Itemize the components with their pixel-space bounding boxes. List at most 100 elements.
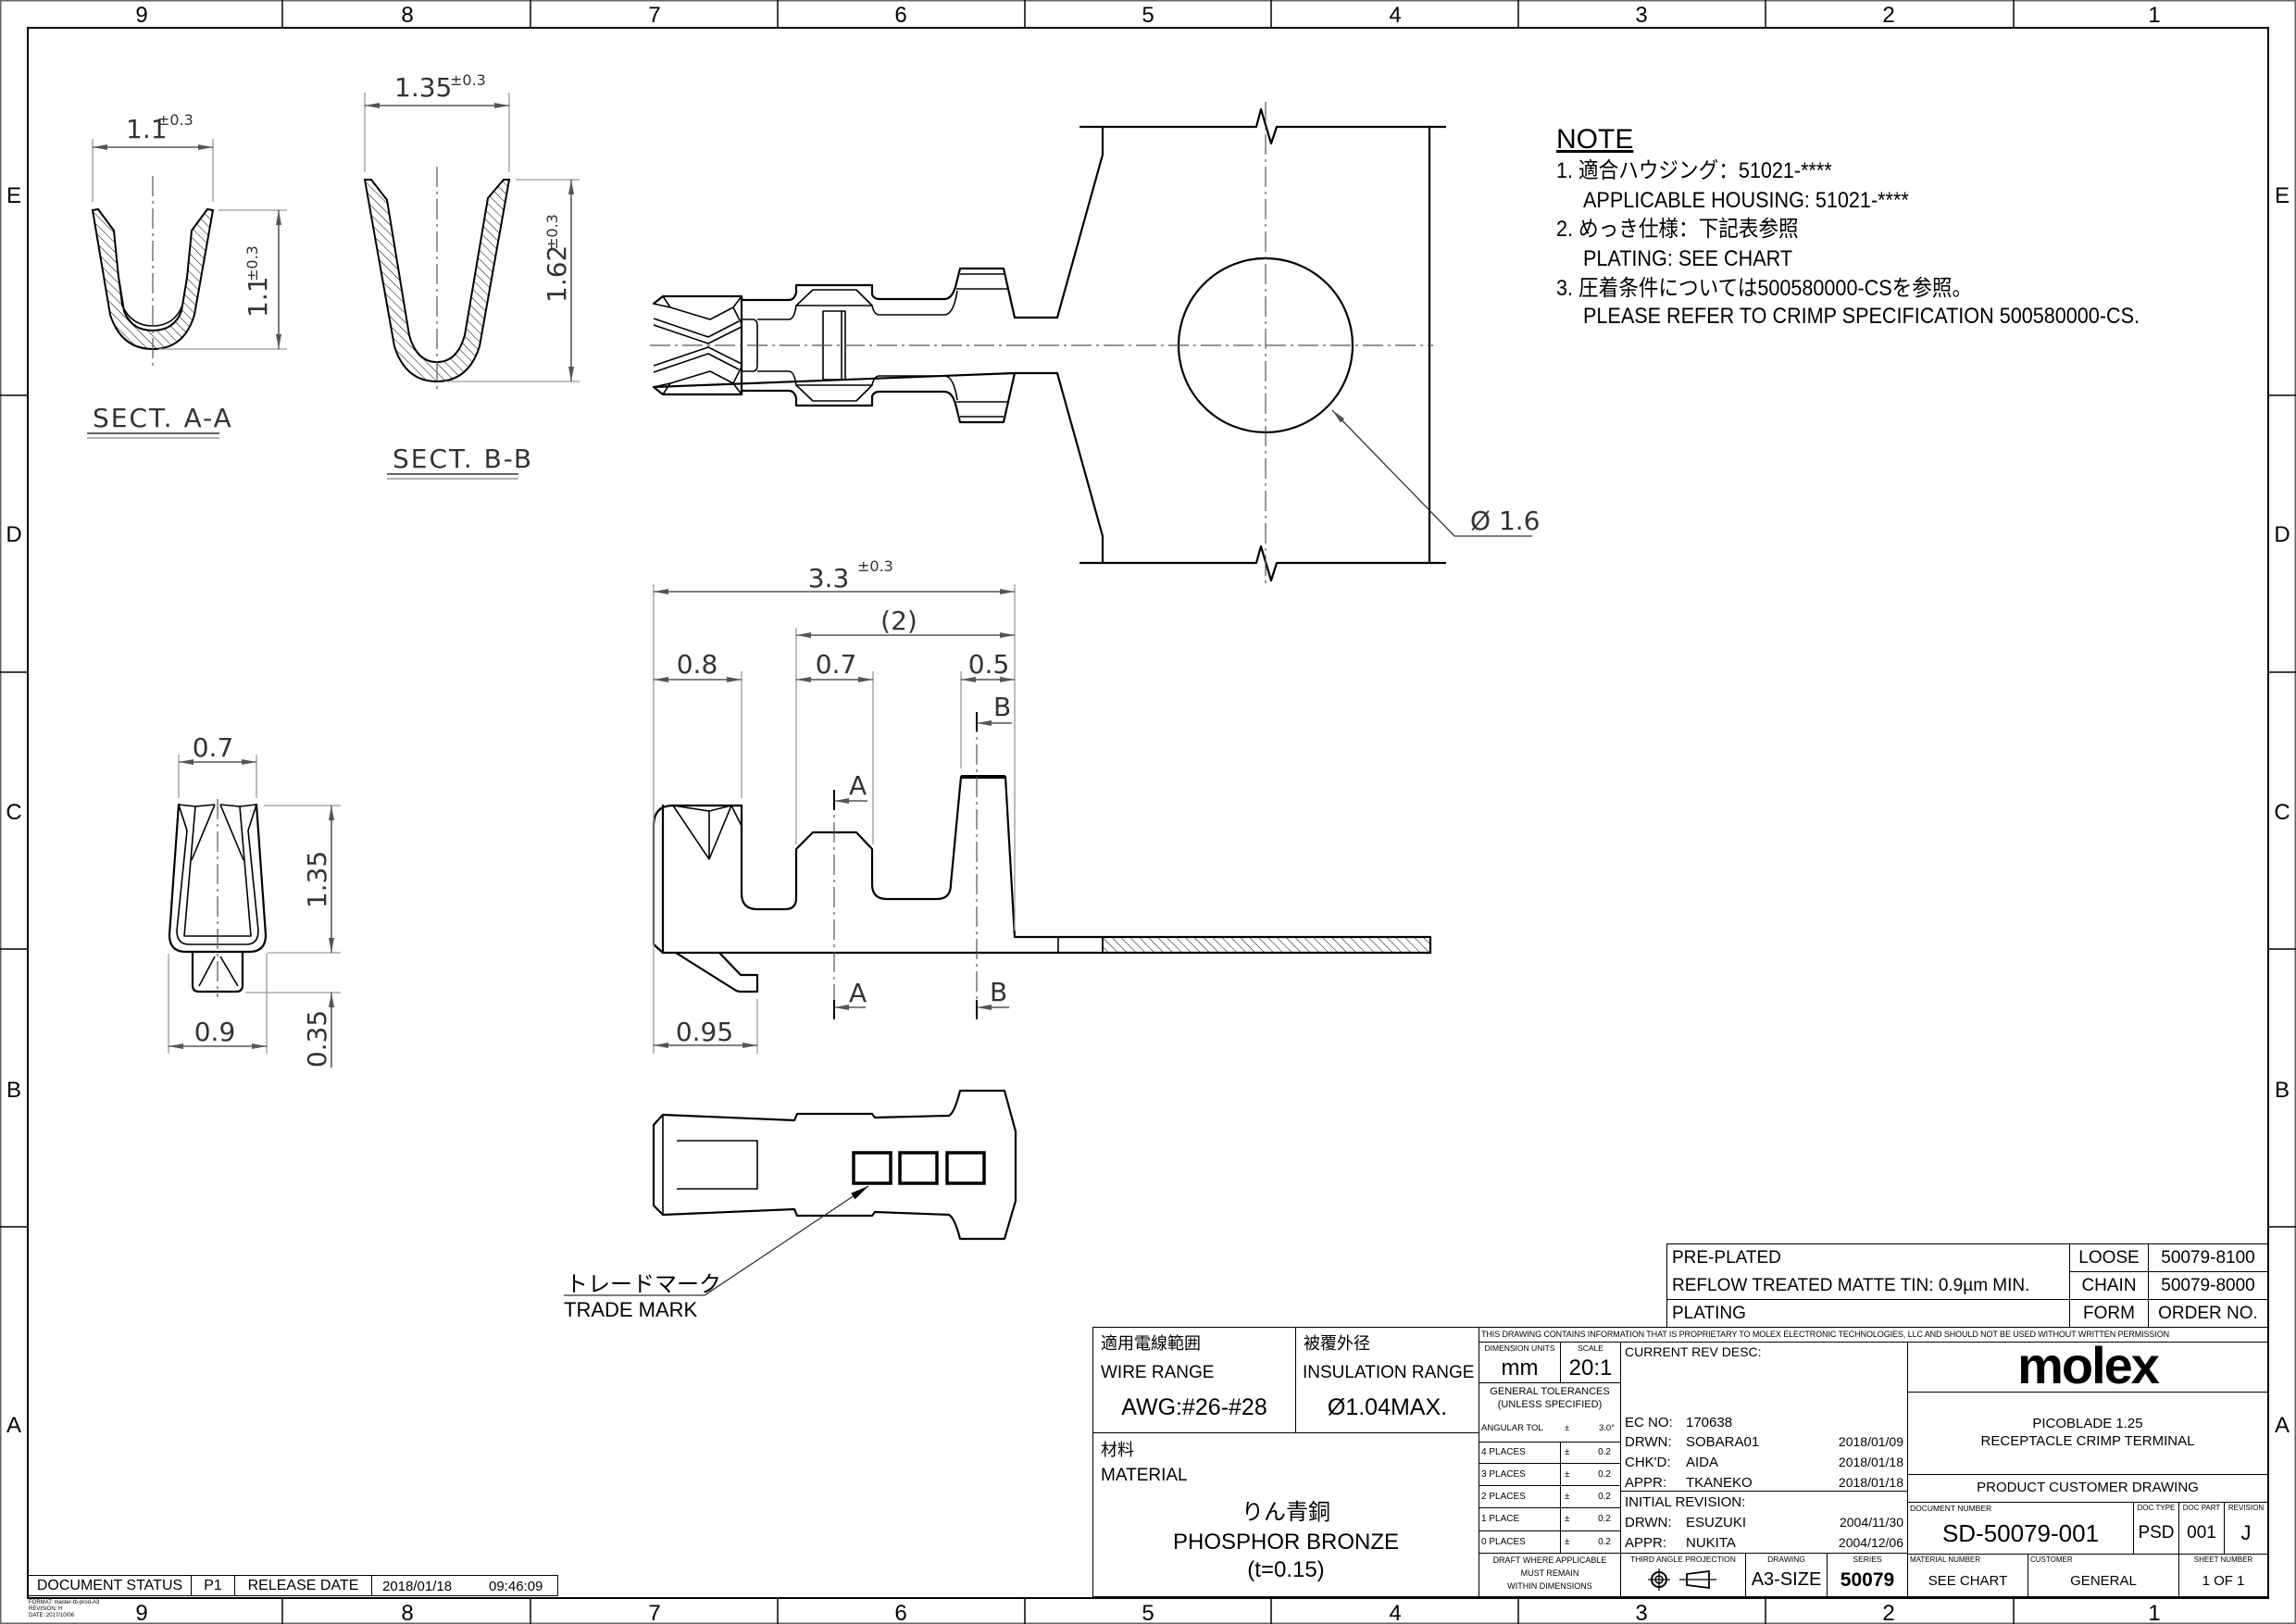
tolerance-row-sign: ±	[1565, 1469, 1570, 1480]
trademark-label-jp: トレードマーク	[566, 1272, 721, 1297]
format-revision: REVISION: H	[29, 1606, 63, 1612]
zone-labels-right: E D C B A	[2274, 183, 2290, 1438]
form-header: FORM	[2083, 1304, 2135, 1323]
tolerance-row-sign: ±	[1565, 1492, 1570, 1502]
initial-revision-label: INITIAL REVISION:	[1625, 1494, 1746, 1510]
zone-label: 5	[1142, 3, 1154, 28]
note-item-1-jp: 1. 適合ハウジング：51021-****	[1556, 158, 1832, 183]
dimension-label: 1.1	[243, 276, 273, 318]
tolerance-row-sign: ±	[1565, 1447, 1570, 1457]
zone-label: B	[2275, 1078, 2290, 1103]
release-date-label: RELEASE DATE	[247, 1578, 359, 1593]
tolerance-label: ±0.3	[243, 245, 261, 281]
note-item-1-en: APPLICABLE HOUSING: 51021-****	[1583, 188, 1909, 213]
tolerance-row-value: 0.2	[1598, 1514, 1611, 1524]
material-value: PHOSPHOR BRONZE	[1172, 1530, 1400, 1555]
zone-labels-left: E D C B A	[6, 183, 21, 1438]
rev-name: AIDA	[1686, 1455, 1719, 1470]
material-jp-label: 材料	[1101, 1441, 1134, 1459]
angular-tol-value: 3.0°	[1598, 1423, 1615, 1433]
zone-label: E	[2275, 183, 2290, 208]
zone-label: 6	[894, 3, 906, 28]
document-status-label: DOCUMENT STATUS	[36, 1578, 183, 1593]
draft-note-line: DRAFT WHERE APPLICABLE	[1492, 1555, 1607, 1565]
zone-label: 4	[1389, 1601, 1401, 1624]
tolerance-row-label: 3 PLACES	[1481, 1469, 1526, 1480]
tolerance-row-value: 0.2	[1598, 1447, 1611, 1457]
ec-no-label: EC NO:	[1625, 1415, 1673, 1430]
note-item-2-jp: 2. めっき仕様：下記表参照	[1556, 217, 1799, 242]
proprietary-notice: THIS DRAWING CONTAINS INFORMATION THAT I…	[1481, 1330, 2169, 1339]
doc-part-label: DOC PART	[2182, 1504, 2221, 1512]
zone-label: 7	[648, 3, 660, 28]
sheet-number-label: SHEET NUMBER	[2193, 1555, 2253, 1564]
zone-labels-bottom: 9 8 7 6 5 4 3 2 1	[135, 1601, 2160, 1624]
tolerance-row-value: 0.2	[1598, 1469, 1611, 1480]
section-marker-b: B	[993, 692, 1011, 722]
zone-label: 4	[1389, 3, 1401, 28]
tolerance-row-label: 0 PLACES	[1481, 1537, 1526, 1547]
dimension-label: 0.5	[968, 649, 1010, 680]
material-label: MATERIAL	[1101, 1466, 1188, 1485]
zone-label: B	[6, 1078, 21, 1103]
note-item-2-en: PLATING: SEE CHART	[1583, 246, 1793, 271]
bottom-view: トレードマーク TRADE MARK	[564, 1089, 1017, 1321]
insulation-jp-label: 被覆外径	[1304, 1334, 1370, 1353]
dimension-label: 0.35	[302, 1010, 332, 1068]
tolerance-label: ±0.3	[857, 557, 893, 575]
zone-label: 2	[1882, 1601, 1894, 1624]
tolerance-row-value: 0.2	[1598, 1492, 1611, 1502]
top-view: Ø 1.6	[650, 102, 1540, 588]
note-item-3-jp: 3. 圧着条件については500580000-CSを参照。	[1556, 276, 1973, 301]
dimension-label: 0.9	[194, 1017, 236, 1047]
zone-label: E	[6, 183, 21, 208]
section-bb-view: 1.35 ±0.3 1.62 ±0.3 SECT. B-B	[363, 71, 580, 480]
wire-range-value: AWG:#26-#28	[1121, 1394, 1267, 1420]
dimension-label: 0.95	[676, 1017, 733, 1047]
dimension-label: 1.62	[542, 245, 572, 303]
plating-header: PLATING	[1672, 1304, 1746, 1323]
tolerance-row-label: 2 PLACES	[1481, 1492, 1526, 1502]
zone-label: 7	[648, 1601, 660, 1624]
drawing-type: PRODUCT CUSTOMER DRAWING	[1977, 1480, 2199, 1495]
revision-value: J	[2240, 1521, 2252, 1544]
rev-date: 2018/01/18	[1838, 1475, 1903, 1490]
zone-label: D	[6, 522, 21, 547]
notes-title: NOTE	[1556, 124, 1634, 155]
release-date-cell	[371, 1575, 558, 1596]
rev-date: 2004/11/30	[1839, 1515, 1903, 1530]
doc-type-label: DOC TYPE	[2137, 1504, 2176, 1512]
document-number: SD-50079-001	[1941, 1519, 2100, 1547]
scale-label: SCALE	[1578, 1343, 1603, 1353]
form-value: CHAIN	[2081, 1276, 2137, 1295]
rev-name: NUKITA	[1686, 1535, 1736, 1551]
dimension-label: 3.3	[808, 563, 850, 593]
rev-role: DRWN:	[1625, 1434, 1672, 1450]
release-date-value: 2018/01/18	[382, 1579, 453, 1594]
material-jp-value: りん青銅	[1242, 1500, 1330, 1525]
ec-no-value: 170638	[1686, 1415, 1733, 1430]
rev-name: ESUZUKI	[1686, 1515, 1747, 1530]
plating-line-1: PRE-PLATED	[1672, 1248, 1781, 1268]
sheet-number-value: 1 OF 1	[2202, 1573, 2245, 1589]
general-tolerance-line-2: (UNLESS SPECIFIED)	[1497, 1399, 1603, 1410]
series-label: SERIES	[1853, 1555, 1882, 1564]
zone-label: A	[6, 1413, 21, 1438]
dimension-label: 1.35	[302, 851, 332, 908]
format-name: FORMAT: master-tb-prod-A3	[29, 1600, 100, 1605]
zone-label: 9	[135, 3, 147, 28]
release-time-value: 09:46:09	[489, 1579, 543, 1594]
revision-label: REVISION	[2227, 1504, 2265, 1512]
hole-diameter-label: Ø 1.6	[1470, 506, 1540, 536]
order-no-value: 50079-8000	[2161, 1276, 2255, 1295]
scale-value: 20:1	[1568, 1355, 1613, 1380]
form-value: LOOSE	[2078, 1248, 2140, 1268]
zone-label: C	[2274, 800, 2290, 825]
tolerance-row-sign: ±	[1565, 1537, 1570, 1547]
material-number-value: SEE CHART	[1928, 1573, 2008, 1589]
title-line-1: PICOBLADE 1.25	[2032, 1416, 2143, 1431]
tolerance-label: ±0.3	[157, 111, 193, 129]
tolerance-label: ±0.3	[450, 71, 486, 89]
